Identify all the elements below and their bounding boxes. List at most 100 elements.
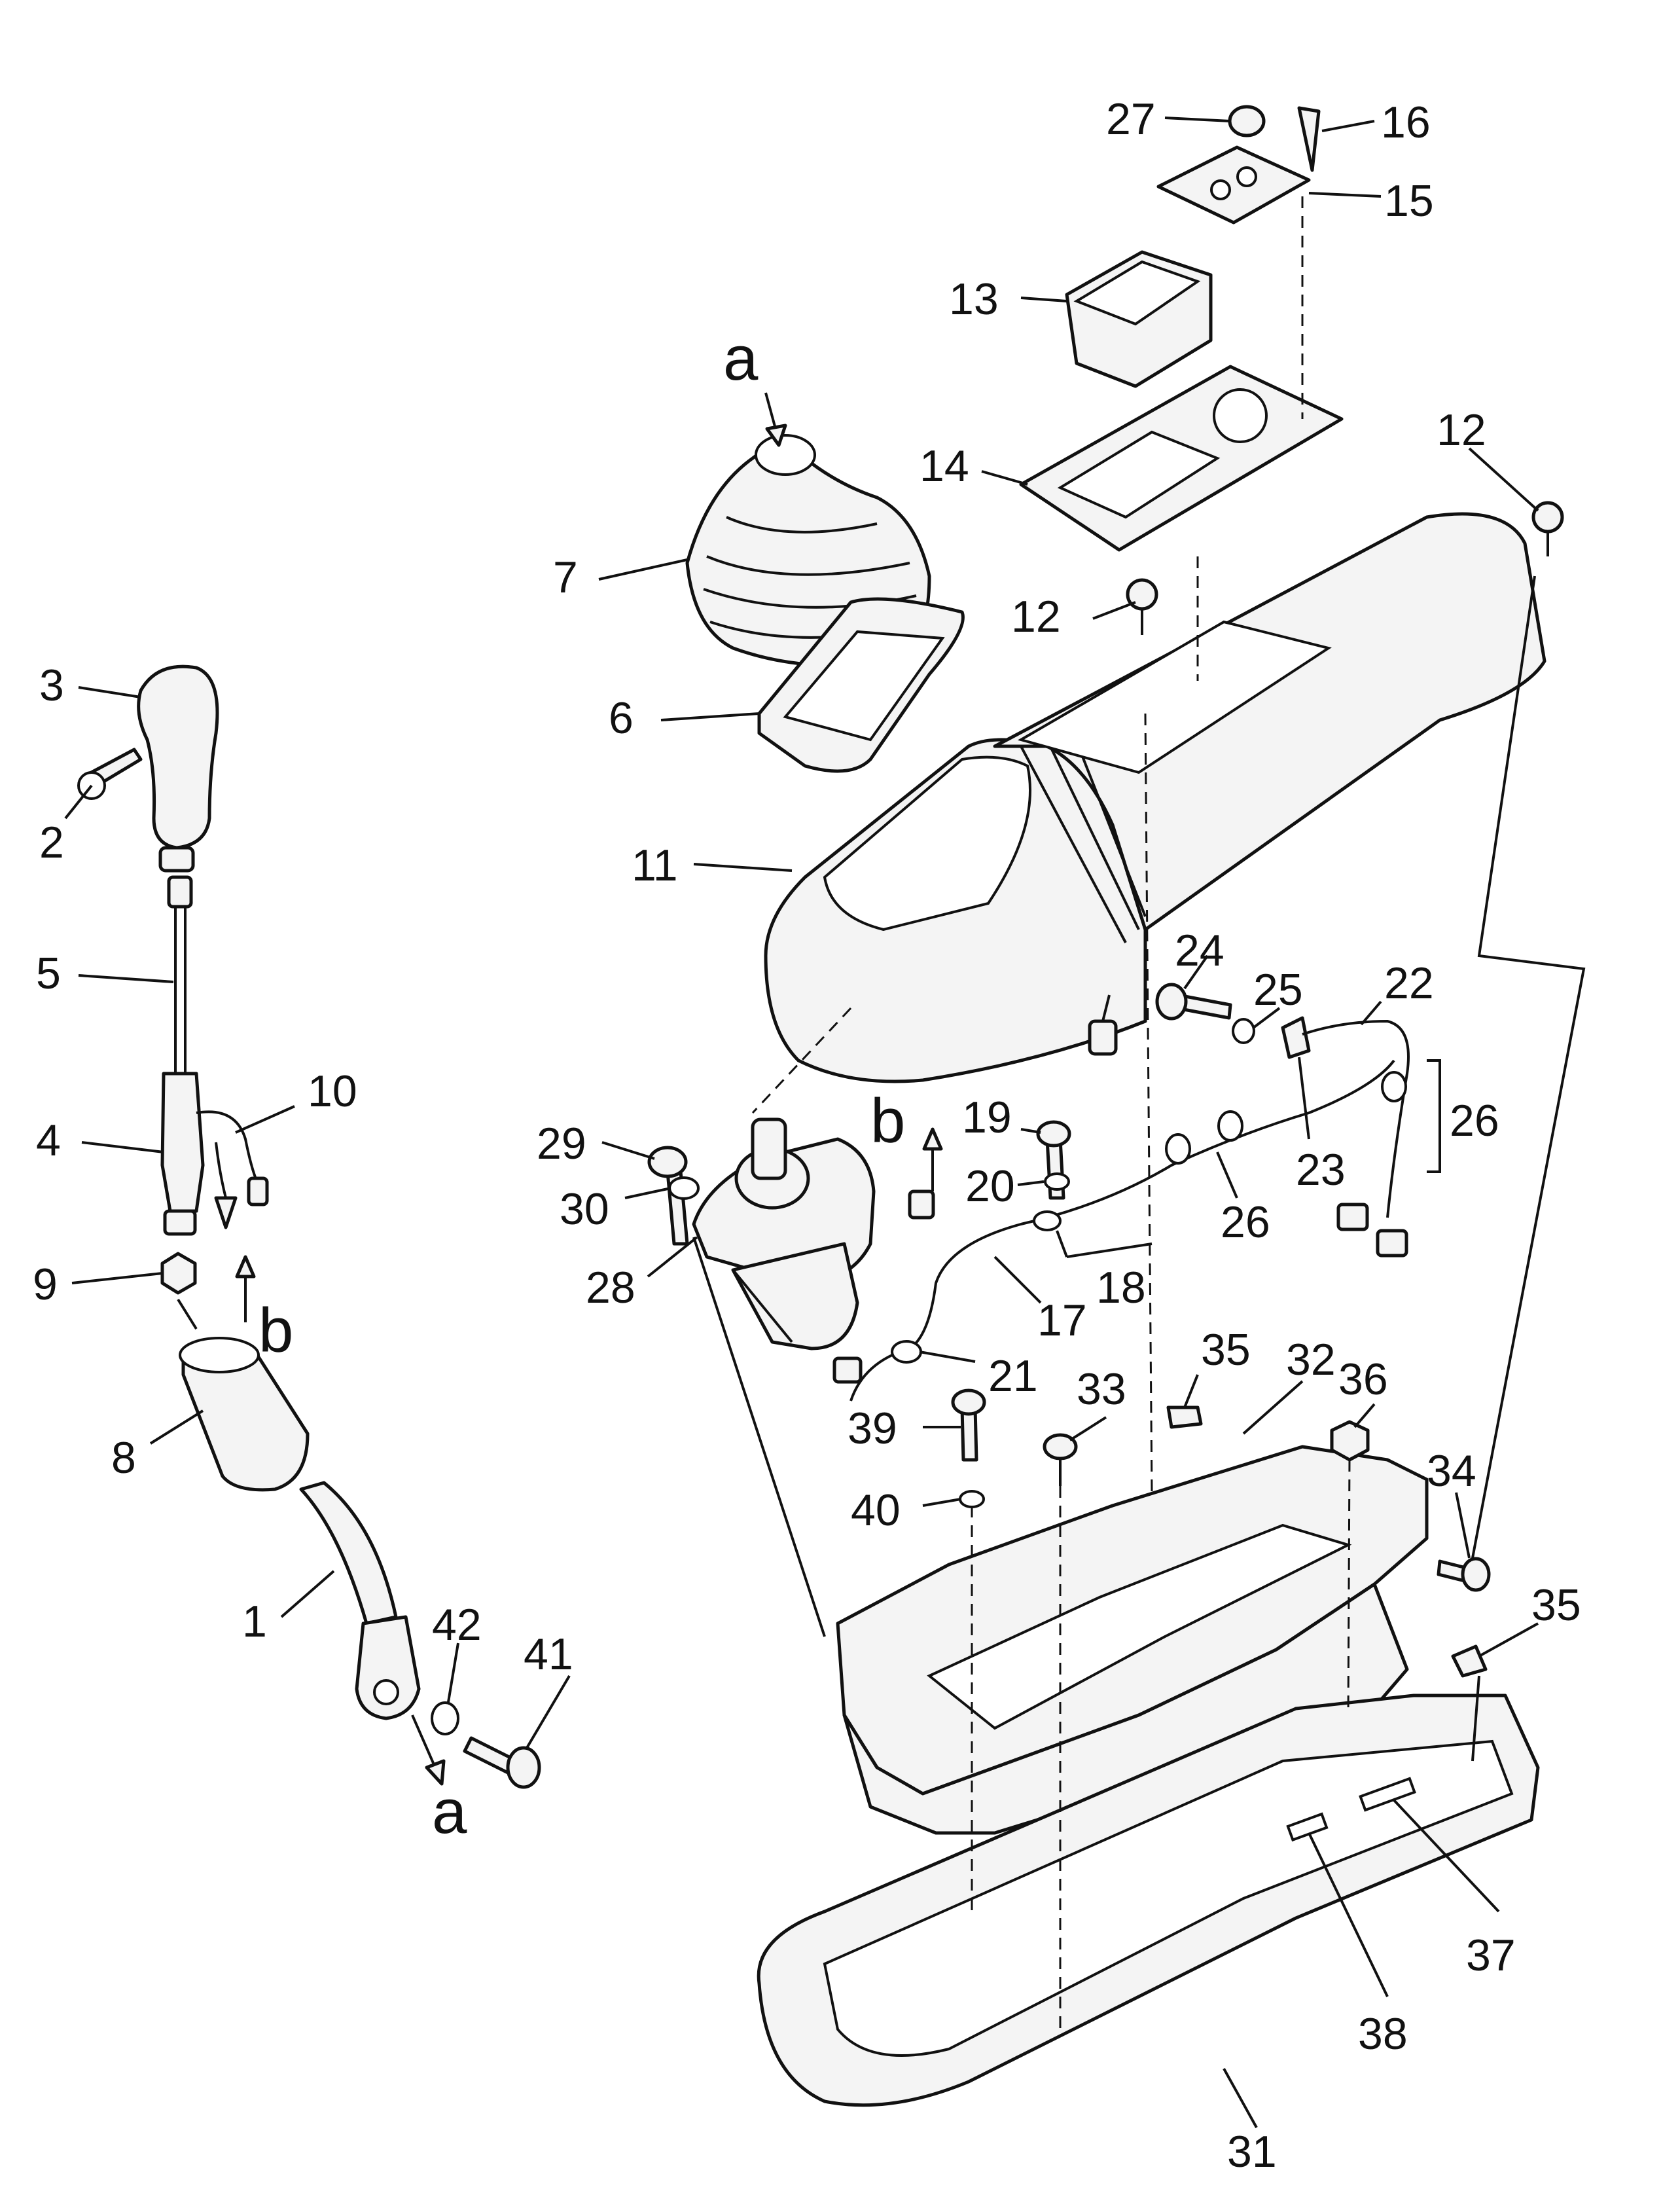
callout-27: 27	[1106, 94, 1156, 144]
toggle-switch-lever	[1101, 994, 1111, 1022]
bolt-24-head	[1155, 983, 1188, 1021]
console-top-recess	[1017, 620, 1332, 774]
washer-30	[668, 1176, 700, 1200]
callout-31: 31	[1227, 2127, 1277, 2177]
callout-41: 41	[524, 1629, 573, 1679]
switch-harness-connector-a	[1336, 1203, 1369, 1231]
leader-42	[447, 1642, 459, 1703]
leader-26b	[1216, 1151, 1238, 1199]
cable-band-b	[1217, 1110, 1243, 1142]
lever-bottom-end	[163, 1209, 197, 1236]
leader-38	[1308, 1832, 1389, 1997]
leader-2	[64, 784, 93, 820]
callout-8: 8	[111, 1433, 136, 1483]
clip-35-lower	[1451, 1644, 1488, 1678]
harness-clamp-23	[1281, 1016, 1311, 1059]
lever-to-nut	[177, 1298, 198, 1330]
callout-34: 34	[1427, 1446, 1476, 1496]
console-rib-3	[1072, 733, 1147, 917]
callout-14: 14	[920, 441, 969, 491]
callout-3: 3	[39, 661, 64, 710]
leader-1	[280, 1570, 335, 1618]
leader-30	[624, 1187, 671, 1199]
callout-24: 24	[1175, 926, 1224, 975]
bolt-12-top-head	[1531, 501, 1564, 534]
bolt-19-head	[1036, 1120, 1071, 1148]
callout-18: 18	[1096, 1263, 1146, 1313]
callout-13: 13	[949, 274, 999, 324]
leader-9	[71, 1272, 163, 1284]
boot-ridge-1	[706, 555, 910, 576]
harness-connector-b	[908, 1189, 935, 1220]
leader-3	[78, 686, 141, 698]
clip-35-upper	[1166, 1405, 1203, 1429]
leader-17	[993, 1256, 1042, 1304]
washer-20	[1044, 1172, 1070, 1191]
callout-15: 15	[1384, 176, 1434, 226]
callout-6: 6	[609, 693, 634, 743]
callout-30: 30	[560, 1184, 609, 1234]
bolt-29-head	[647, 1146, 688, 1178]
leader-18a	[1056, 1230, 1068, 1258]
bolt-39-head	[951, 1388, 986, 1416]
bezel-plate-opening	[783, 630, 945, 742]
leader-20	[1017, 1180, 1045, 1186]
callout-16: 16	[1381, 98, 1431, 147]
callout-22: 22	[1384, 958, 1434, 1008]
assembly-outline-cover	[1471, 1675, 1480, 1762]
plug-cap	[1228, 105, 1266, 137]
callout-38: 38	[1358, 2009, 1408, 2059]
leader-8	[149, 1409, 204, 1445]
leader-12a	[1468, 447, 1539, 512]
assembly-line-bolt12	[1144, 713, 1153, 1493]
callout-12-mid: 12	[1011, 592, 1061, 642]
leader-41	[526, 1675, 571, 1749]
cable-band-a	[1165, 1133, 1191, 1165]
callout-33: 33	[1077, 1364, 1126, 1414]
leader-36	[1353, 1403, 1376, 1428]
callout-10: 10	[308, 1066, 357, 1116]
pad-37	[1359, 1777, 1416, 1812]
callout-1: 1	[242, 1597, 267, 1646]
leader-35b	[1478, 1622, 1539, 1658]
leader-11	[693, 863, 793, 872]
leader-16	[1321, 120, 1375, 132]
switch-plate-round-hole	[1213, 388, 1268, 443]
callout-12-top: 12	[1437, 405, 1486, 455]
leader-15	[1308, 192, 1382, 198]
arrow-b-mid-head	[922, 1127, 943, 1151]
callout-37: 37	[1466, 1930, 1516, 1980]
callout-21: 21	[988, 1351, 1038, 1401]
knob-collar	[158, 846, 195, 873]
cable-band-c	[1381, 1071, 1407, 1102]
callout-32: 32	[1286, 1335, 1336, 1385]
callout-39: 39	[848, 1404, 897, 1453]
boot-top-opening	[755, 434, 816, 476]
clevis-hole	[373, 1679, 399, 1705]
leader-4	[81, 1141, 164, 1153]
callout-26-right: 26	[1450, 1096, 1499, 1146]
assembly-line-36	[1347, 1459, 1351, 1716]
control-valve-stem	[751, 1117, 787, 1180]
reference-b-mid: b	[870, 1086, 905, 1156]
leader-7	[598, 558, 688, 581]
console-rib-2	[1046, 739, 1140, 930]
small-plate-hole-a	[1210, 179, 1231, 200]
switch-harness-connector-b	[1376, 1229, 1408, 1258]
leader-18b	[1066, 1242, 1153, 1258]
callout-36: 36	[1338, 1354, 1388, 1404]
harness-clamp-18	[1033, 1210, 1062, 1231]
leader-22	[1360, 1000, 1382, 1026]
wire-connector-tip	[214, 1196, 238, 1229]
callout-35-lower: 35	[1531, 1580, 1581, 1630]
harness-clip-21	[891, 1340, 922, 1364]
leader-29	[601, 1141, 655, 1160]
callout-20: 20	[965, 1161, 1015, 1211]
leader-13	[1020, 297, 1067, 302]
console-rib-1	[1020, 746, 1127, 943]
leader-35a	[1183, 1374, 1199, 1408]
boot-holder-opening	[179, 1337, 260, 1373]
leader-6	[660, 712, 760, 721]
callout-9: 9	[33, 1260, 58, 1309]
